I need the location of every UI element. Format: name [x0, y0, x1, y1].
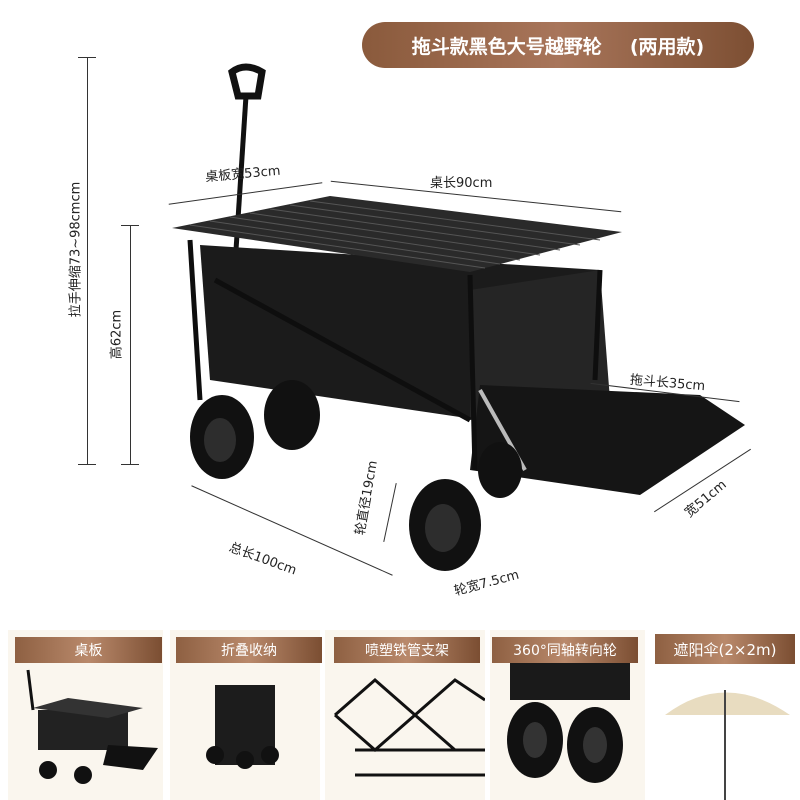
dim-tick	[121, 464, 139, 465]
umbrella-image	[650, 670, 800, 800]
product-title-banner: 拖斗款黑色大号越野轮 (两用款)	[362, 22, 754, 68]
feature-tag-wheels: 360°同轴转向轮	[492, 637, 638, 663]
dim-tick	[78, 464, 96, 465]
title-suffix: (两用款)	[629, 35, 705, 58]
title-main: 拖斗款黑色大号越野轮	[411, 35, 602, 58]
feature-tag-folding: 折叠收纳	[176, 637, 322, 663]
feature-tag-umbrella: 遮阳伞(2×2m)	[655, 634, 795, 664]
height-dim-line	[130, 225, 131, 465]
handle-dim-line	[87, 57, 88, 464]
handle-length-label: 拉手伸缩73~98cmcm	[68, 181, 84, 318]
wagon-image	[172, 63, 745, 571]
height-label: 高62cm	[109, 309, 125, 360]
feature-tag-frame: 喷塑铁管支架	[334, 637, 480, 663]
dim-tick	[121, 225, 139, 226]
feature-tag-table: 桌板	[15, 637, 162, 663]
dim-tick	[78, 57, 96, 58]
table-length-label: 桌长90cm	[430, 176, 493, 191]
